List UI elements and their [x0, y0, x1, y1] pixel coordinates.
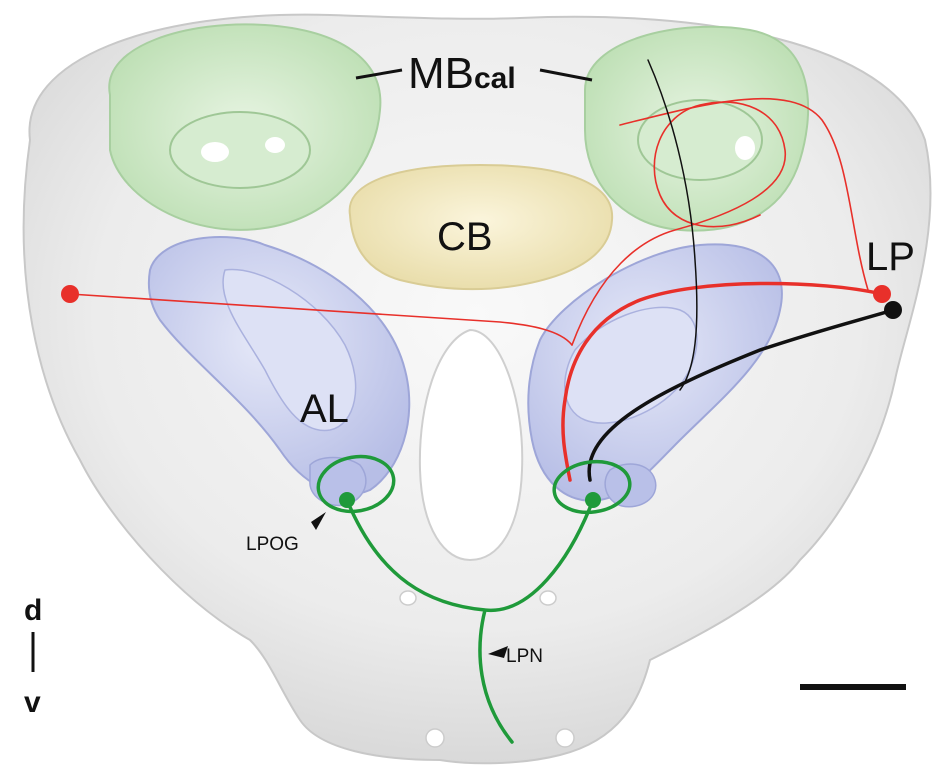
ventral-label: v	[24, 686, 41, 719]
black-soma	[884, 301, 902, 319]
dorsal-label: d	[24, 594, 42, 627]
lp-label: LP	[866, 235, 915, 279]
mushroom-body-calyx-right	[585, 27, 808, 231]
lpn-label: LPN	[506, 646, 543, 667]
lpog-label: LPOG	[246, 534, 299, 555]
mb-label-sub: cal	[474, 62, 516, 95]
lp-soma-left	[61, 285, 79, 303]
cb-label: CB	[437, 215, 493, 259]
al-label: AL	[300, 387, 349, 431]
lp-soma-right	[873, 285, 891, 303]
